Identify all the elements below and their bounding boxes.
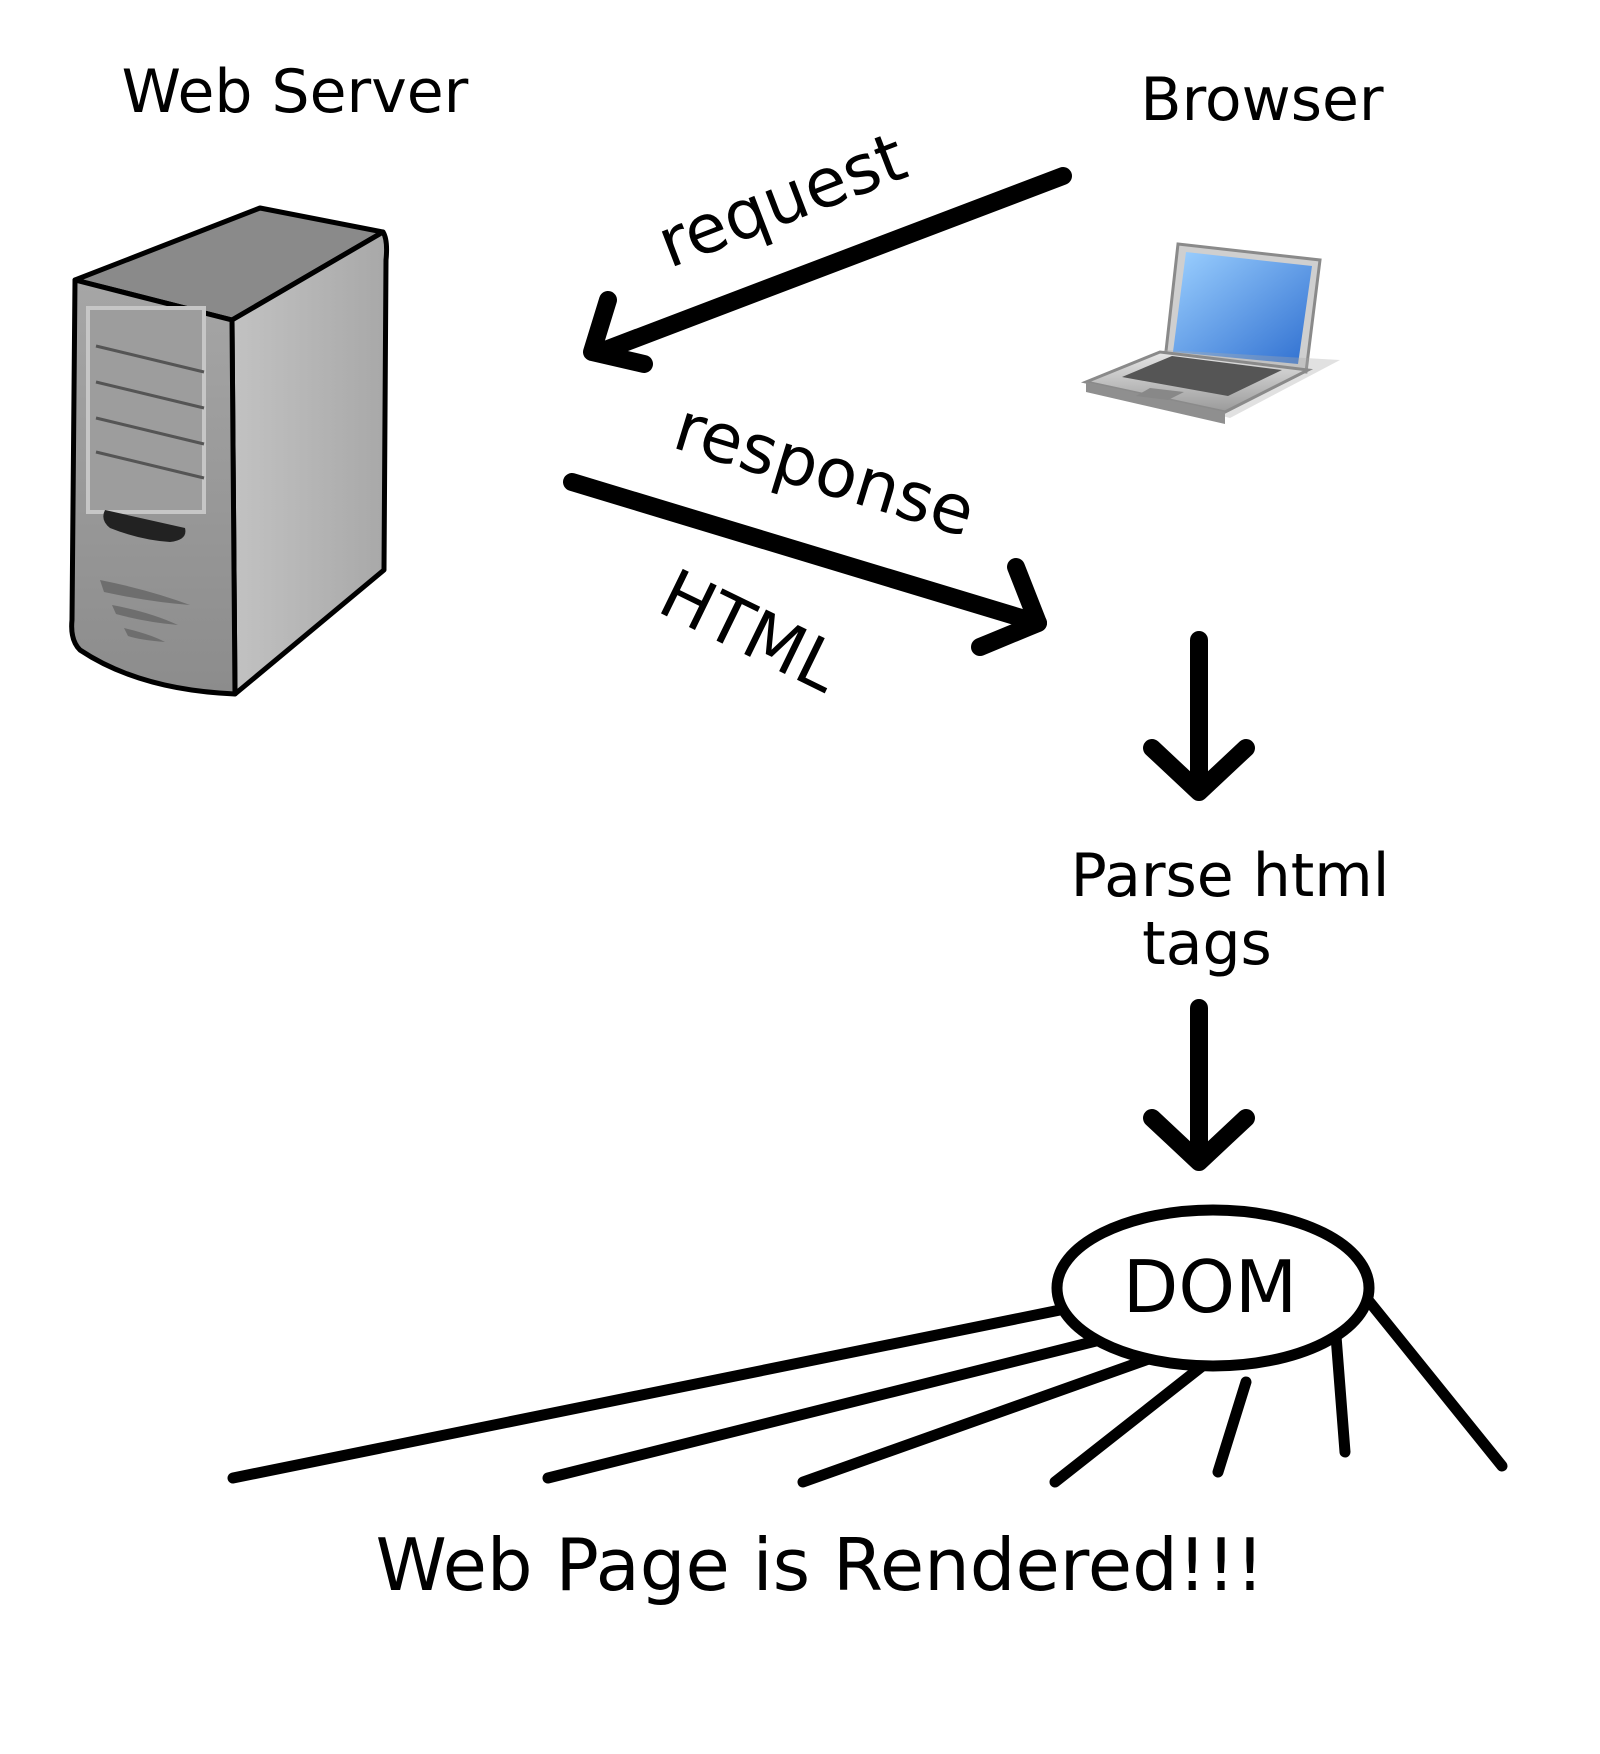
browser-label: Browser bbox=[1140, 65, 1383, 135]
laptop-icon bbox=[1080, 242, 1340, 424]
down-arrow-to-dom bbox=[1143, 999, 1255, 1171]
response-arrow bbox=[563, 473, 1047, 656]
dom-branches bbox=[227, 1294, 1508, 1488]
dom-node: DOM bbox=[1051, 1204, 1375, 1372]
web-server-label: Web Server bbox=[122, 57, 469, 127]
request-arrow bbox=[583, 167, 1072, 373]
request-label: request bbox=[647, 118, 917, 284]
down-arrow-to-parse bbox=[1143, 631, 1255, 801]
parse-label-line2: tags bbox=[1142, 909, 1272, 979]
server-tower-icon bbox=[69, 205, 390, 697]
parse-label-line1: Parse html bbox=[1071, 841, 1390, 911]
html-label: HTML bbox=[648, 555, 853, 709]
rendered-caption: Web Page is Rendered!!! bbox=[376, 1523, 1265, 1607]
dom-label: DOM bbox=[1123, 1245, 1297, 1329]
